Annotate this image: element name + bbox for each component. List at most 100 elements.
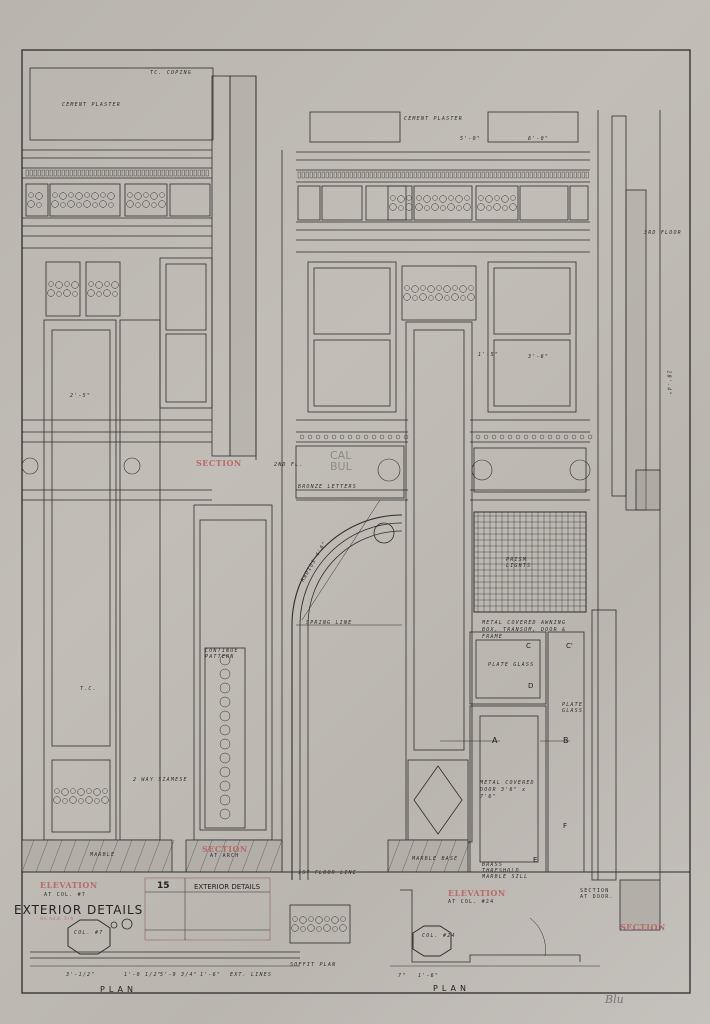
- dentil: [521, 171, 525, 179]
- dentil: [497, 171, 501, 179]
- rosette: [363, 434, 369, 440]
- dentil: [569, 171, 573, 179]
- scroll-ornament: [103, 289, 111, 297]
- scroll-ornament: [428, 295, 434, 301]
- label-ext-lines: EXT. LINES: [230, 972, 273, 978]
- stamp-section-arch: SECTION: [202, 844, 248, 854]
- scroll-ornament: [93, 788, 101, 796]
- scroll-ornament: [28, 192, 34, 198]
- dentil: [333, 171, 337, 179]
- label-plan-right: PLAN: [433, 984, 470, 993]
- dentil: [157, 169, 161, 177]
- side-plate-glass: [547, 631, 585, 873]
- scroll-ornament: [27, 200, 35, 208]
- signature: Blu: [605, 993, 624, 1006]
- capital-ornament: [401, 265, 477, 321]
- rosette: [563, 434, 569, 440]
- rosette: [387, 434, 393, 440]
- stamp-elevation-col7: ELEVATION: [40, 880, 98, 890]
- dentil: [449, 171, 453, 179]
- scroll-ornament: [48, 281, 54, 287]
- marble-vein: [213, 839, 227, 873]
- dentil: [577, 171, 581, 179]
- scroll-ornament: [143, 192, 149, 198]
- dentil: [345, 171, 349, 179]
- vine-scroll: [219, 668, 231, 680]
- scroll-ornament: [85, 796, 93, 804]
- door-jamb-section: [591, 609, 617, 881]
- dentil: [129, 169, 133, 177]
- scroll-ornament: [108, 202, 114, 208]
- dentil: [141, 169, 145, 177]
- dentil: [509, 171, 513, 179]
- dentil: [549, 171, 553, 179]
- dentil: [429, 171, 433, 179]
- scroll-ornament: [100, 192, 106, 198]
- rosette: [379, 434, 385, 440]
- scroll-ornament: [142, 200, 150, 208]
- dentil: [169, 169, 173, 177]
- marker-a: A: [492, 736, 498, 745]
- dentil: [337, 171, 341, 179]
- label-marble-base: MARBLE BASE: [412, 856, 459, 862]
- scroll-ornament: [63, 289, 71, 297]
- scroll-ornament: [332, 926, 338, 932]
- dentil: [121, 169, 125, 177]
- dentil: [149, 169, 153, 177]
- scroll-ornament: [494, 195, 500, 201]
- label-marble: MARBLE: [90, 852, 116, 858]
- marble-base: [387, 839, 469, 873]
- marble-vein: [429, 839, 443, 873]
- dentil: [69, 169, 73, 177]
- scroll-ornament: [307, 924, 315, 932]
- scroll-ornament: [397, 195, 405, 203]
- dentil: [381, 171, 385, 179]
- rosette: [395, 434, 401, 440]
- marker-f: F: [563, 822, 568, 830]
- vine-scroll: [219, 808, 231, 820]
- scroll-ornament: [292, 916, 298, 922]
- scroll-ornament: [406, 195, 412, 201]
- stamp-section-upper: SECTION: [196, 458, 242, 468]
- cherub-figure: [377, 458, 401, 482]
- dentil: [113, 169, 117, 177]
- scroll-ornament: [485, 195, 493, 203]
- rosette: [315, 434, 321, 440]
- scroll-ornament: [102, 788, 108, 794]
- scroll-ornament: [404, 285, 410, 291]
- marble-vein: [77, 839, 91, 873]
- scroll-ornament: [432, 195, 438, 201]
- dentil: [541, 171, 545, 179]
- dentil: [33, 169, 37, 177]
- scroll-ornament: [468, 285, 474, 291]
- medallion: [373, 522, 395, 544]
- dentil: [197, 169, 201, 177]
- sign-panel: [295, 445, 405, 499]
- dentil: [81, 169, 85, 177]
- scroll-ornament: [53, 796, 61, 804]
- dentil: [357, 171, 361, 179]
- marble-vein: [133, 839, 147, 873]
- marble-vein: [387, 839, 401, 873]
- label-third-floor: 3RD FLOOR: [644, 230, 682, 236]
- marble-base: [21, 839, 173, 873]
- label-section-at-door: SECTION AT DOOR.: [580, 888, 614, 900]
- fan-ornament: [21, 457, 39, 475]
- door-panel: [479, 715, 539, 863]
- dentil: [557, 171, 561, 179]
- marble-vein: [35, 839, 49, 873]
- dentil: [325, 171, 329, 179]
- scroll-ornament: [416, 195, 422, 201]
- scroll-ornament: [77, 788, 85, 796]
- dentil: [153, 169, 157, 177]
- dentil: [117, 169, 121, 177]
- scroll-ornament: [94, 798, 100, 804]
- dentil: [125, 169, 129, 177]
- dentil: [53, 169, 57, 177]
- frieze-ornament: [387, 185, 413, 221]
- marble-vein: [91, 839, 105, 873]
- label-prism-lights: PRISM LIGHTS: [506, 557, 532, 569]
- dentil: [101, 169, 105, 177]
- frieze-plain-panel: [169, 183, 211, 217]
- dentil: [409, 171, 413, 179]
